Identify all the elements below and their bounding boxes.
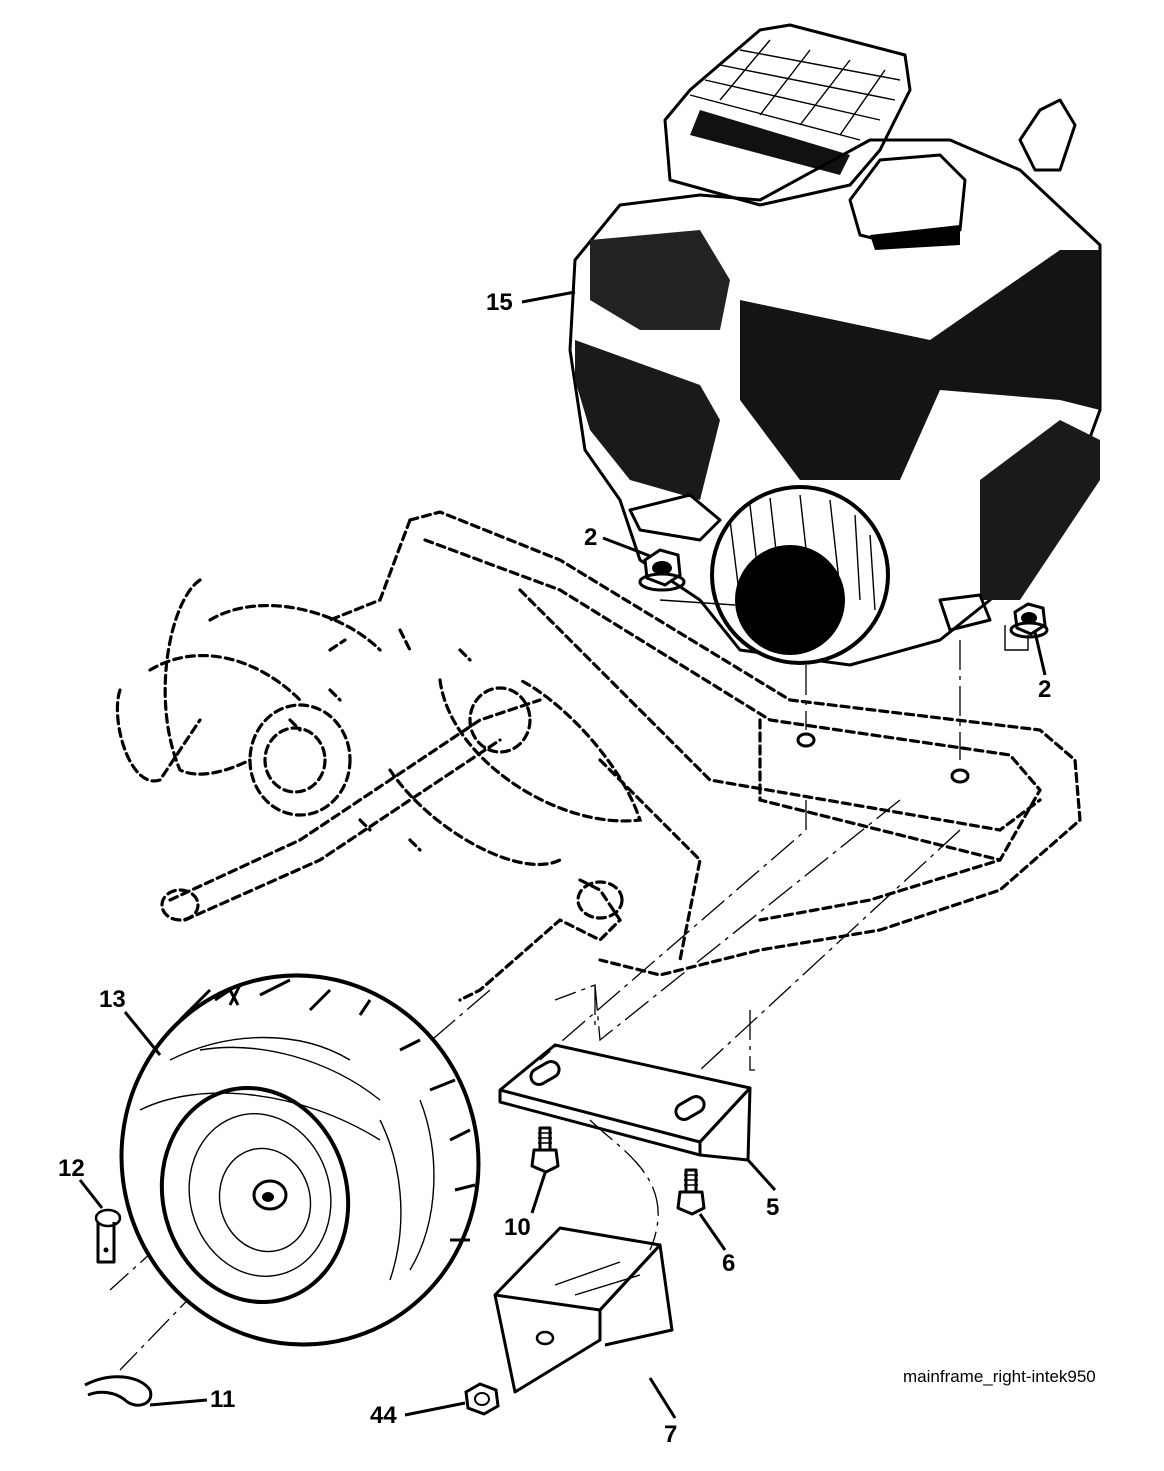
hex-nut xyxy=(464,1382,500,1416)
callout-wheel-weight: 7 xyxy=(664,1421,678,1448)
hair-pin xyxy=(84,1375,153,1407)
callout-tire: 13 xyxy=(99,986,126,1013)
bolt-left xyxy=(530,1126,560,1174)
clevis-pin xyxy=(94,1208,122,1264)
callout-clevis-pin: 12 xyxy=(58,1155,85,1182)
callout-flange-nut-right: 2 xyxy=(1038,676,1052,703)
callout-hex-nut: 44 xyxy=(370,1402,397,1429)
flange-nut-left xyxy=(638,548,686,592)
mounting-bracket xyxy=(498,1043,752,1162)
bolt-right xyxy=(676,1168,706,1216)
leader-lines xyxy=(78,290,1047,1419)
engine-illustration xyxy=(568,23,1102,667)
callout-flange-nut-left: 2 xyxy=(584,524,598,551)
callout-bolt-left: 10 xyxy=(504,1214,531,1241)
tiller-frame-outline xyxy=(115,510,1082,1002)
flange-nut-right xyxy=(1009,602,1049,639)
callout-bolt-right: 6 xyxy=(722,1250,736,1277)
callout-hair-pin: 11 xyxy=(210,1386,236,1413)
wheel-weight xyxy=(493,1226,674,1394)
tire-and-wheel xyxy=(119,973,481,1347)
callout-engine: 15 xyxy=(486,289,513,316)
callout-bracket: 5 xyxy=(766,1194,780,1221)
diagram-caption: mainframe_right-intek950 xyxy=(903,1367,1096,1386)
